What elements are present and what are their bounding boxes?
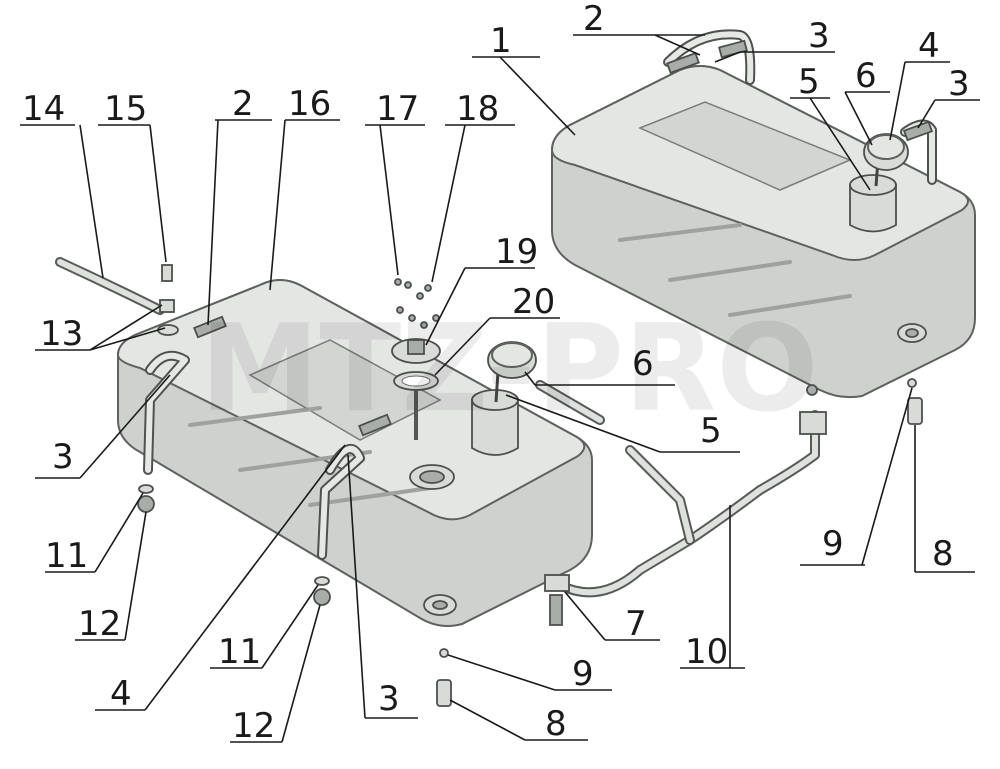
callout-7: 7: [625, 604, 647, 644]
callout-17: 17: [376, 89, 419, 129]
callout-12-left: 12: [78, 604, 121, 644]
fuel-lines: [535, 380, 827, 626]
callout-16: 16: [288, 84, 331, 124]
callout-8-right: 8: [932, 534, 954, 574]
callout-12-bottom: 12: [232, 706, 275, 746]
callout-14: 14: [22, 89, 65, 129]
callout-10: 10: [685, 632, 728, 672]
callout-6-top: 6: [855, 56, 877, 96]
callout-11-bottom: 11: [218, 632, 261, 672]
vent-hose: [55, 257, 179, 336]
callout-15: 15: [104, 89, 147, 129]
callout-5-top: 5: [798, 62, 820, 102]
callout-5-left: 5: [700, 411, 722, 451]
small-parts: [137, 378, 923, 707]
right-filler-neck: [849, 133, 909, 233]
callout-3-right: 3: [948, 64, 970, 104]
callout-9-right: 9: [822, 524, 844, 564]
callout-1: 1: [490, 21, 512, 61]
callout-2-left: 2: [232, 84, 254, 124]
callout-3-bottom: 3: [378, 679, 400, 719]
watermark-text: MTZ-PRO: [200, 300, 818, 439]
callout-8-bottom: 8: [545, 704, 567, 744]
callout-3-top: 3: [808, 16, 830, 56]
callout-labels: 1 2 3 4 5 6 3 14 15 2 16 17 18: [20, 0, 980, 746]
callout-9-bottom: 9: [572, 654, 594, 694]
callout-19: 19: [495, 232, 538, 272]
callout-6-left: 6: [632, 344, 654, 384]
callout-3-left: 3: [52, 437, 74, 477]
callout-20: 20: [512, 282, 555, 322]
callout-4-bottom: 4: [110, 674, 132, 714]
callout-11-left: 11: [45, 536, 88, 576]
callout-4-top: 4: [918, 26, 940, 66]
callout-13: 13: [40, 314, 83, 354]
callout-2-top: 2: [583, 0, 605, 39]
left-tank-straps: [143, 315, 392, 560]
callout-18: 18: [456, 89, 499, 129]
fuel-level-sender: [391, 278, 441, 440]
right-tank-straps: [663, 29, 937, 185]
